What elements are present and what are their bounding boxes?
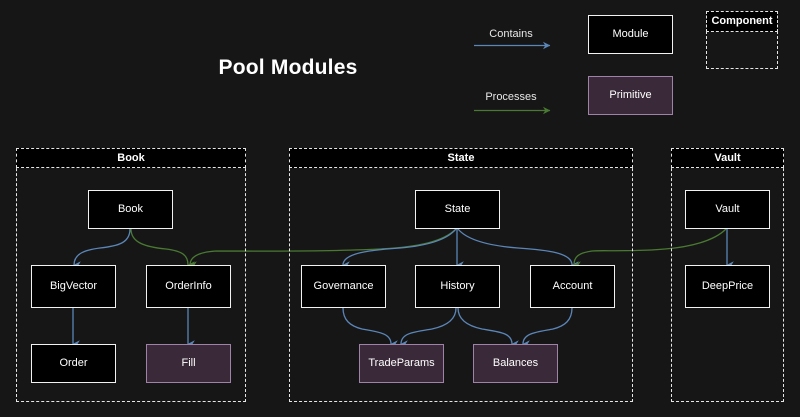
node-state[interactable]: State bbox=[415, 190, 500, 229]
node-governance[interactable]: Governance bbox=[301, 265, 386, 308]
legend-contains-label: Contains bbox=[489, 28, 533, 40]
node-fill[interactable]: Fill bbox=[146, 344, 231, 383]
node-bigvector[interactable]: BigVector bbox=[31, 265, 116, 308]
node-book[interactable]: Book bbox=[88, 190, 173, 229]
legend-primitive-sample: Primitive bbox=[588, 76, 673, 115]
legend-component-sample-label: Component bbox=[706, 11, 778, 32]
node-tradeparams[interactable]: TradeParams bbox=[359, 344, 444, 383]
cluster-book-label: Book bbox=[16, 148, 246, 168]
page-title: Pool Modules bbox=[218, 56, 358, 79]
node-balances[interactable]: Balances bbox=[473, 344, 558, 383]
cluster-state-label: State bbox=[289, 148, 633, 168]
node-orderinfo[interactable]: OrderInfo bbox=[146, 265, 231, 308]
node-vault[interactable]: Vault bbox=[685, 190, 770, 229]
node-deepprice[interactable]: DeepPrice bbox=[685, 265, 770, 308]
node-history[interactable]: History bbox=[415, 265, 500, 308]
legend-module-sample: Module bbox=[588, 15, 673, 54]
cluster-vault-label: Vault bbox=[671, 148, 784, 168]
node-account[interactable]: Account bbox=[530, 265, 615, 308]
node-order[interactable]: Order bbox=[31, 344, 116, 383]
legend-processes-label: Processes bbox=[485, 91, 537, 103]
